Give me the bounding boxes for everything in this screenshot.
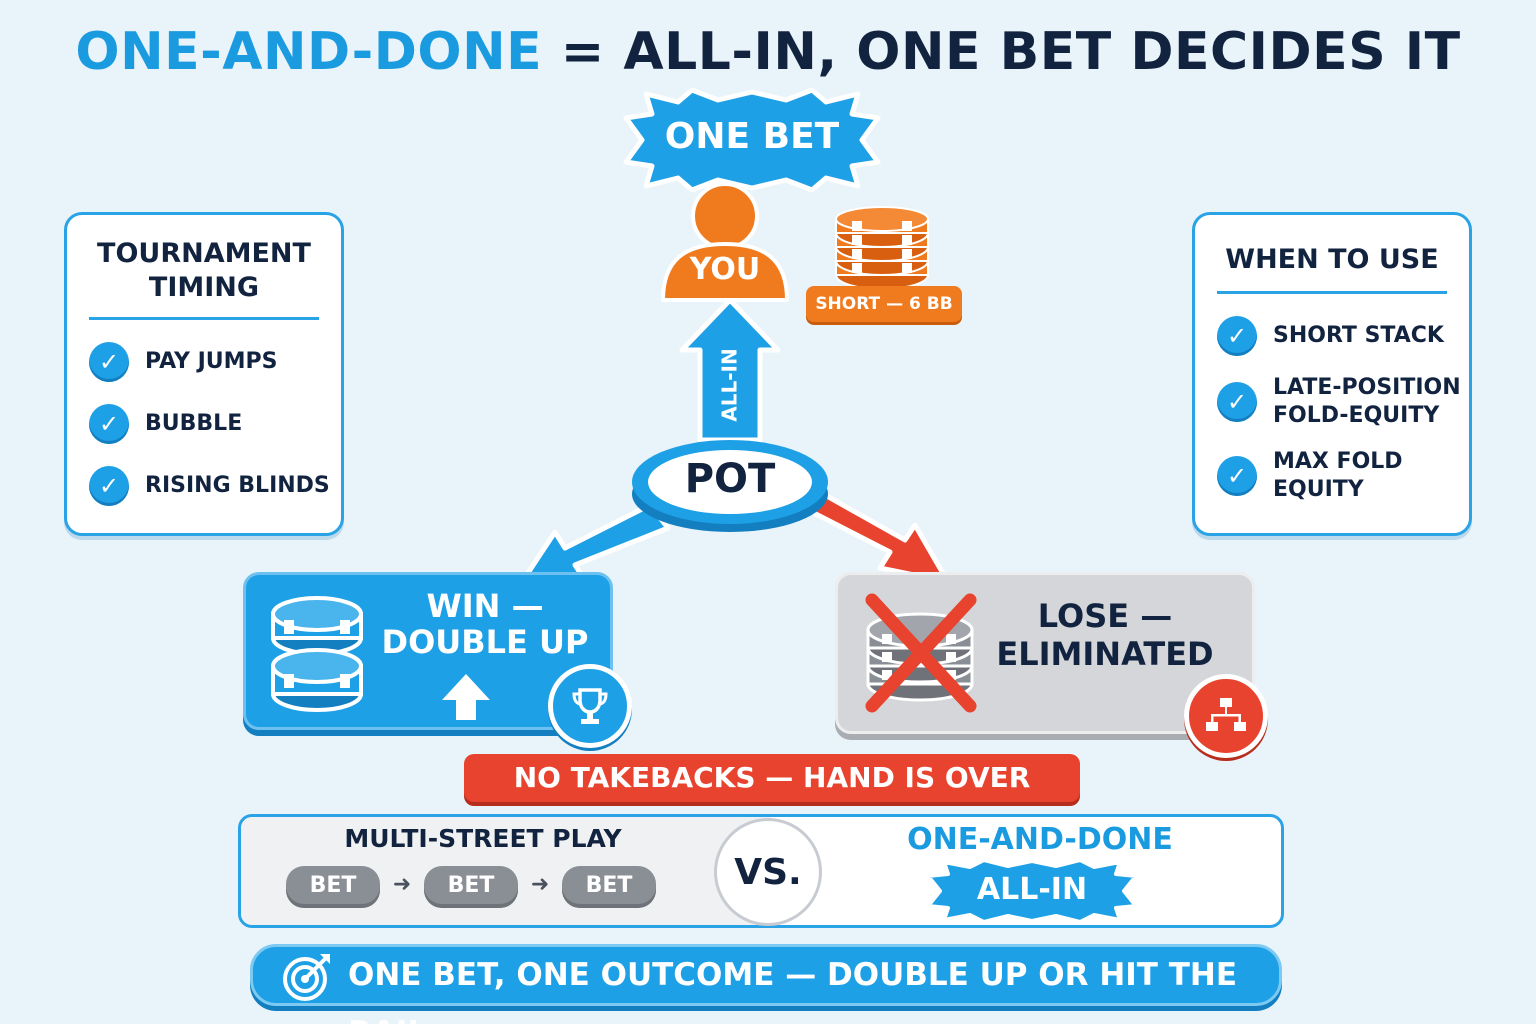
use-item-label-2: EQUITY: [1273, 477, 1364, 502]
all-in-burst-icon: [926, 858, 1138, 924]
use-item: ✓ MAX FOLD EQUITY: [1217, 448, 1469, 504]
target-icon: [283, 954, 330, 1001]
chip-stack-icon: [835, 206, 929, 290]
use-item-text: LATE-POSITION FOLD-EQUITY: [1257, 374, 1461, 430]
blue-chips-icon: [271, 596, 363, 712]
one-and-done-title: ONE-AND-DONE: [907, 822, 1173, 857]
title-highlight: ONE-AND-DONE: [75, 22, 543, 82]
card-divider: [89, 317, 319, 320]
one-bet-burst-icon: [623, 88, 881, 192]
timing-item-label: BUBBLE: [145, 411, 243, 436]
vs-label: VS.: [734, 851, 802, 893]
check-icon: ✓: [1217, 382, 1257, 422]
next-arrow-icon: ➜: [530, 872, 550, 897]
check-icon: ✓: [1217, 316, 1257, 356]
no-takebacks-banner: NO TAKEBACKS — HAND IS OVER: [464, 754, 1080, 802]
check-icon: ✓: [1217, 456, 1257, 496]
all-in-arrow-label: ALL-IN: [718, 348, 743, 422]
use-item-label: LATE-POSITION: [1273, 375, 1461, 400]
vs-badge: VS.: [714, 818, 822, 926]
lose-line-2: ELIMINATED: [996, 635, 1214, 673]
next-arrow-icon: ➜: [392, 872, 412, 897]
timing-item: ✓ PAY JUMPS: [89, 342, 341, 382]
use-item: ✓ LATE-POSITION FOLD-EQUITY: [1217, 374, 1469, 430]
timing-item-label: RISING BLINDS: [145, 473, 330, 498]
tournament-timing-card: TOURNAMENT TIMING ✓ PAY JUMPS ✓ BUBBLE ✓…: [64, 212, 344, 536]
tournament-timing-title-2: TIMING: [148, 272, 260, 303]
bet-pill-2: BET: [424, 866, 518, 908]
bracket-icon: [1206, 698, 1246, 731]
card-divider: [1217, 291, 1447, 294]
all-in-arrow-label-wrap: ALL-IN: [710, 340, 750, 430]
lose-arrow: [805, 492, 951, 585]
player-label: YOU: [689, 252, 761, 287]
bracket-badge: [1184, 674, 1268, 758]
when-to-use-card: WHEN TO USE ✓ SHORT STACK ✓ LATE-POSITIO…: [1192, 212, 1472, 536]
use-item-label: SHORT STACK: [1273, 323, 1444, 348]
use-item-text: SHORT STACK: [1257, 322, 1444, 350]
timing-item: ✓ BUBBLE: [89, 404, 341, 444]
lose-line-1: LOSE —: [1037, 597, 1173, 635]
use-item-label: MAX FOLD: [1273, 449, 1403, 474]
x-mark-icon: [865, 593, 977, 713]
one-bet-label: ONE BET: [664, 116, 840, 157]
win-line-1: WIN —: [426, 587, 544, 625]
trophy-icon: [572, 688, 608, 724]
use-item: ✓ SHORT STACK: [1217, 316, 1469, 356]
pot-shape: [632, 440, 828, 532]
win-line-2: DOUBLE UP: [381, 623, 589, 661]
bet-pill-3: BET: [562, 866, 656, 908]
eliminated-chips-icon: [865, 593, 977, 713]
when-to-use-title: WHEN TO USE: [1225, 244, 1439, 275]
stack-size-badge: SHORT — 6 BB: [806, 286, 962, 322]
use-item-label-2: FOLD-EQUITY: [1273, 403, 1440, 428]
title-rest: = ALL-IN, ONE BET DECIDES IT: [542, 22, 1461, 82]
trophy-badge: [548, 664, 632, 748]
check-icon: ✓: [89, 342, 129, 382]
up-arrow-icon: [442, 674, 490, 720]
all-in-arrow: [679, 297, 781, 443]
all-in-burst-label: ALL-IN: [976, 872, 1088, 907]
check-icon: ✓: [89, 466, 129, 506]
timing-item: ✓ RISING BLINDS: [89, 466, 341, 506]
check-icon: ✓: [89, 404, 129, 444]
tournament-timing-title-1: TOURNAMENT: [97, 238, 311, 269]
summary-text: ONE BET, ONE OUTCOME — DOUBLE UP OR HIT …: [348, 957, 1238, 1024]
multi-street-title: MULTI-STREET PLAY: [344, 824, 622, 853]
person-icon: [661, 182, 789, 302]
page-title: ONE-AND-DONE = ALL-IN, ONE BET DECIDES I…: [0, 22, 1536, 82]
use-item-text: MAX FOLD EQUITY: [1257, 448, 1403, 504]
summary-bar: [250, 944, 1282, 1006]
pot-label: POT: [684, 456, 776, 502]
bet-pill-1: BET: [286, 866, 380, 908]
timing-item-label: PAY JUMPS: [145, 349, 278, 374]
